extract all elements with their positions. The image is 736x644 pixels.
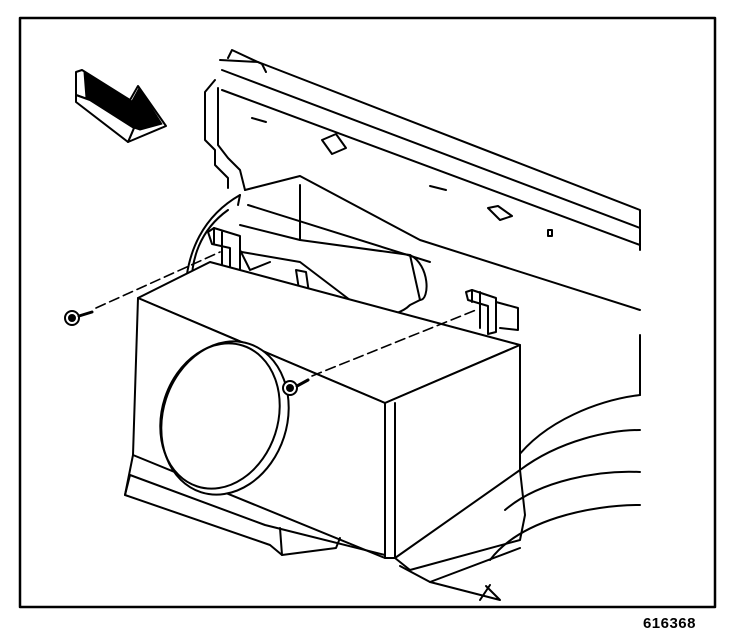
screw-icon	[282, 378, 310, 396]
diagram-border	[18, 16, 717, 609]
screw-icon	[64, 310, 94, 326]
fender-panel	[479, 334, 641, 601]
left-fastener-leader	[95, 251, 221, 309]
body-rail-panel	[184, 49, 641, 311]
view-direction-arrow-icon	[75, 69, 167, 143]
figure-number: 616368	[642, 615, 696, 632]
right-fastener-leader	[311, 309, 477, 377]
right-mounting-clip	[465, 289, 519, 335]
speaker-enclosure	[124, 261, 526, 601]
